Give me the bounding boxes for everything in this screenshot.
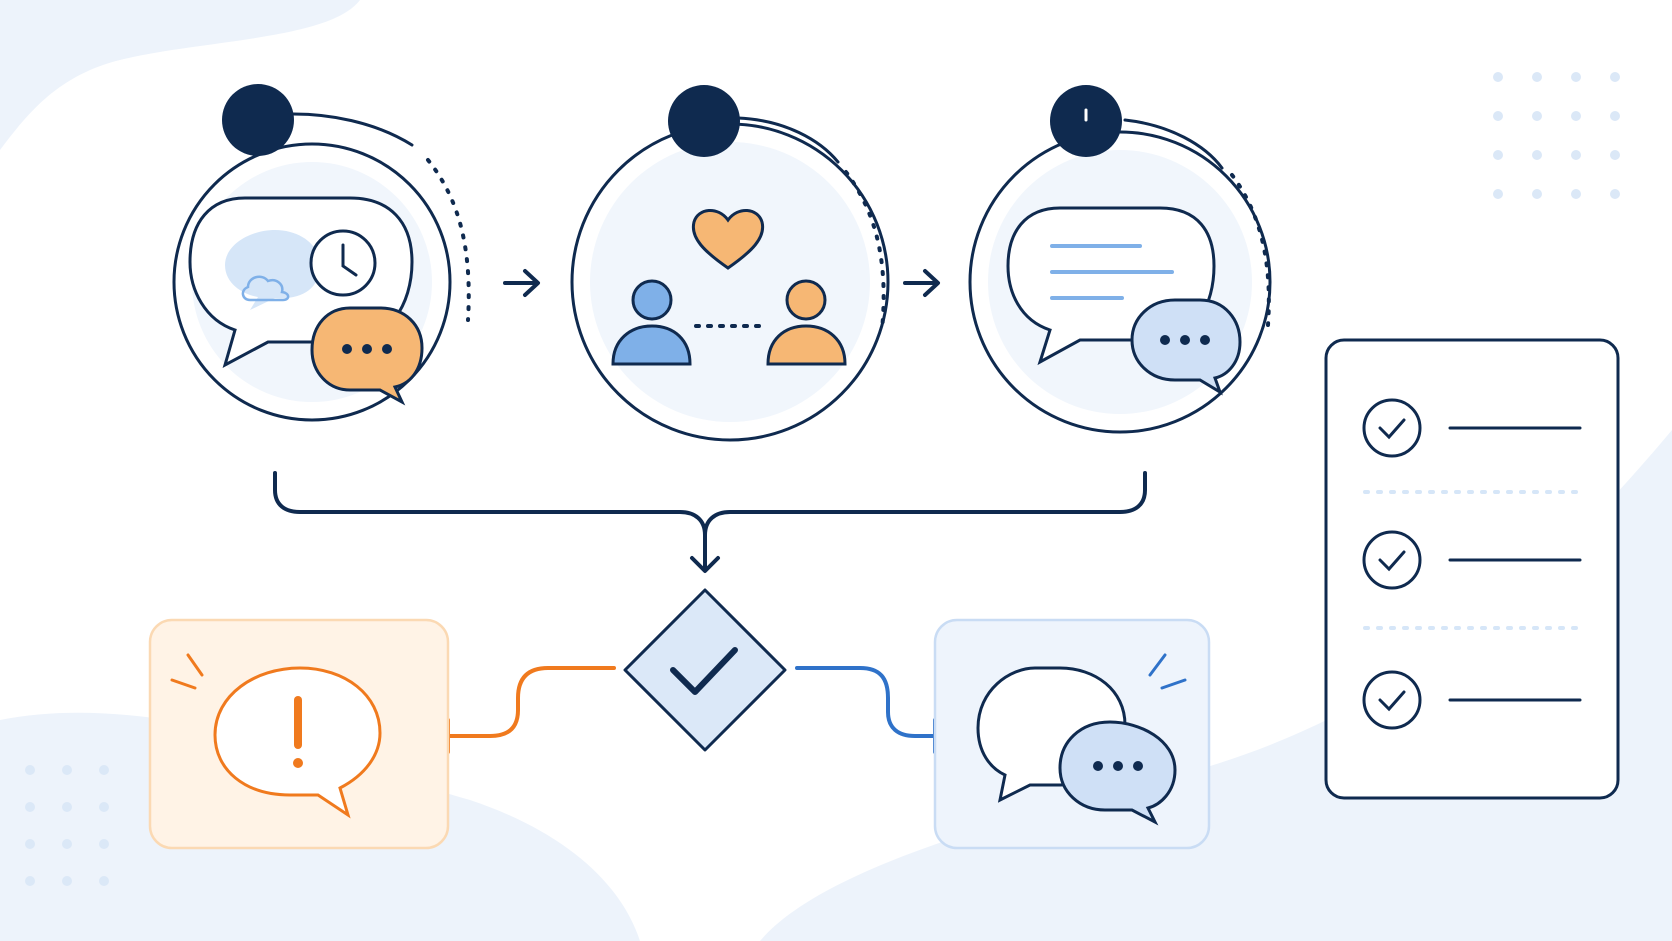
- step-2-marker-dot: [668, 85, 740, 157]
- decor-dot: [1610, 111, 1620, 121]
- decor-dot: [1571, 111, 1581, 121]
- alert-bubble-icon: [170, 653, 382, 819]
- clock-icon: [309, 229, 377, 297]
- check-circle-icon: [1362, 670, 1422, 730]
- cloud-icon: [241, 275, 290, 302]
- check-circle-icon: [1362, 398, 1422, 458]
- step-1-node: [172, 84, 471, 422]
- dot-grid-top-right: [1493, 72, 1620, 199]
- decor-dot: [99, 876, 109, 886]
- arrow-step2-to-step3: [903, 269, 940, 297]
- dot-grid-bottom-left: [25, 765, 109, 886]
- typing-bubble-icon: [1130, 298, 1242, 396]
- outcome-alert: [148, 618, 450, 850]
- decor-dot: [1610, 150, 1620, 160]
- decor-dot: [1532, 72, 1542, 82]
- decor-dot: [62, 876, 72, 886]
- step-3-node: [968, 85, 1272, 434]
- decor-dot: [99, 839, 109, 849]
- user-orange-icon: [766, 279, 847, 366]
- branch-to-conversation: [795, 666, 937, 754]
- branch-to-alert: [446, 666, 616, 754]
- typing-bubble-icon: [310, 306, 424, 406]
- conversation-bubbles-icon: [976, 653, 1187, 826]
- decor-dot: [1610, 72, 1620, 82]
- decor-dot: [25, 802, 35, 812]
- decor-dot: [1493, 72, 1503, 82]
- decor-dot: [25, 876, 35, 886]
- decor-dot: [1610, 189, 1620, 199]
- checklist-item-3: [1362, 670, 1582, 730]
- decor-dot: [1493, 150, 1503, 160]
- decor-dot: [99, 802, 109, 812]
- checklist-item-1: [1362, 398, 1582, 458]
- decor-dot: [99, 765, 109, 775]
- decor-dot: [62, 765, 72, 775]
- outcome-conversation: [933, 618, 1211, 850]
- step-2-node: [570, 85, 890, 442]
- check-circle-icon: [1362, 530, 1422, 590]
- decor-dot: [1532, 150, 1542, 160]
- decor-dot: [1571, 189, 1581, 199]
- step-1-marker-dot: [222, 84, 294, 156]
- merge-connector: [273, 471, 1147, 573]
- decor-dot: [1532, 111, 1542, 121]
- decor-dot: [1571, 150, 1581, 160]
- decor-dot: [1532, 189, 1542, 199]
- decor-dot: [62, 802, 72, 812]
- arrow-step1-to-step2: [503, 269, 540, 297]
- user-blue-icon: [611, 279, 692, 366]
- checklist-item-2: [1362, 530, 1582, 590]
- check-diamond-icon: [623, 588, 787, 752]
- decor-dot: [1493, 189, 1503, 199]
- decor-dot: [1571, 72, 1581, 82]
- decor-dot: [1493, 111, 1503, 121]
- decor-dot: [25, 839, 35, 849]
- decor-dot: [25, 765, 35, 775]
- checklist-panel: [1324, 338, 1620, 800]
- decor-dot: [62, 839, 72, 849]
- heart-icon: [691, 209, 765, 270]
